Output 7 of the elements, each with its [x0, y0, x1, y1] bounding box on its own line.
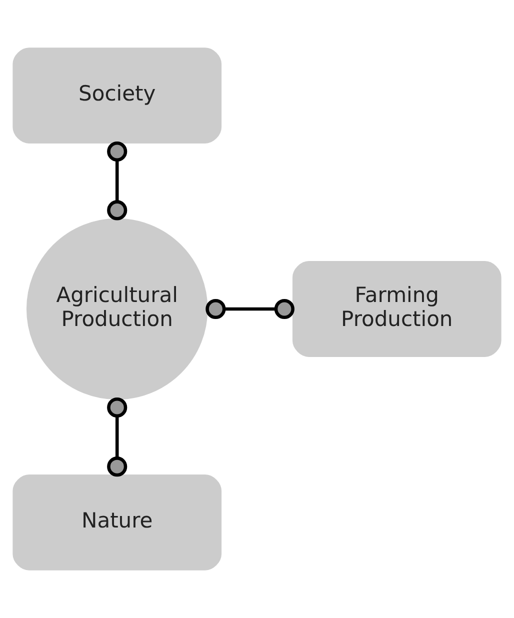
connector — [107, 397, 128, 477]
node-box: Farming Production — [292, 261, 502, 357]
node-box: Society — [12, 48, 222, 144]
node-circle: Agricultural Production — [26, 218, 208, 400]
connector — [206, 298, 294, 320]
node-box: Nature — [12, 474, 222, 570]
connector — [107, 141, 128, 220]
